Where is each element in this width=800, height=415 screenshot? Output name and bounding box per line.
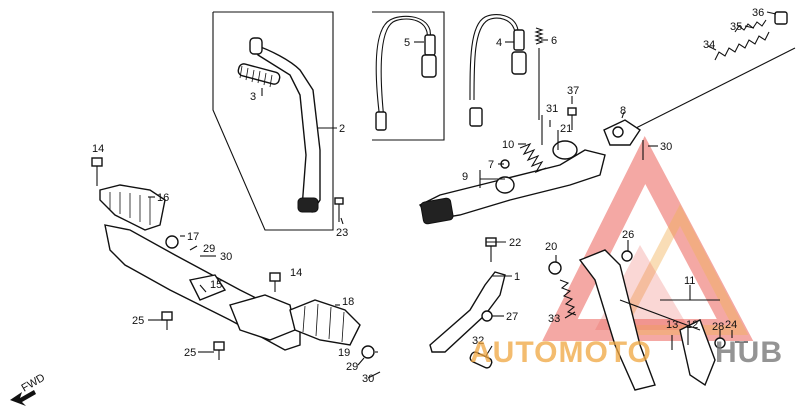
nut-27 <box>481 310 493 322</box>
brake-arm-8 <box>603 119 641 146</box>
callout-33: 33 <box>548 313 560 325</box>
callout-4: 4 <box>496 37 502 49</box>
callout-13: 13 <box>666 319 678 331</box>
bolt-37 <box>567 107 577 130</box>
callout-22: 22 <box>509 237 521 249</box>
bolt-14a <box>91 157 103 186</box>
callout-32: 32 <box>472 335 484 347</box>
callout-30c: 30 <box>660 141 672 153</box>
callout-21: 21 <box>560 123 572 135</box>
callout-36: 36 <box>752 7 764 19</box>
callout-26: 26 <box>622 229 634 241</box>
bolt-25b <box>213 341 225 360</box>
callout-28a: 28 <box>712 321 724 333</box>
callout-14b: 14 <box>290 267 302 279</box>
bolt-23 <box>334 197 344 222</box>
callout-6: 6 <box>551 35 557 47</box>
shift-pedal <box>237 37 321 213</box>
callout-25a: 25 <box>132 315 144 327</box>
watermark-text: AUTOMOTO HUB <box>470 336 783 369</box>
brake-pedal-9 <box>418 140 606 225</box>
callout-25b: 25 <box>184 347 196 359</box>
callout-5: 5 <box>404 37 410 49</box>
callout-11: 11 <box>684 275 695 287</box>
callout-9: 9 <box>462 171 468 183</box>
washer-26 <box>621 250 633 262</box>
group-outline <box>212 11 334 231</box>
callout-17: 17 <box>187 231 199 243</box>
callout-23: 23 <box>336 227 348 239</box>
callout-7: 7 <box>488 159 494 171</box>
callout-29a: 29 <box>203 243 215 255</box>
callout-14a: 14 <box>92 143 104 155</box>
spring-6 <box>534 27 544 120</box>
watermark-text-a: AUTOMOTO <box>470 336 652 369</box>
bolt-25a <box>161 311 173 330</box>
callout-2: 2 <box>339 123 345 135</box>
footpeg-16 <box>99 184 166 231</box>
callout-15: 15 <box>210 279 222 291</box>
callout-30b: 30 <box>362 373 374 385</box>
bolt-14b <box>269 272 281 292</box>
footpeg-18 <box>289 299 361 346</box>
callout-35: 35 <box>730 21 742 33</box>
pivot-20 <box>548 261 562 275</box>
callout-8: 8 <box>620 105 626 117</box>
callout-3: 3 <box>250 91 256 103</box>
switch-cable-4 <box>469 14 527 127</box>
callout-37: 37 <box>567 85 579 97</box>
callout-31: 31 <box>546 103 558 115</box>
spring-10 <box>519 142 547 174</box>
watermark-logo <box>542 135 754 341</box>
callout-16: 16 <box>157 192 169 204</box>
brake-rod-34 <box>631 11 796 131</box>
callout-18: 18 <box>342 296 354 308</box>
watermark-text-b: HUB <box>715 336 783 369</box>
collar-17 <box>165 235 179 249</box>
leader-lines <box>148 11 777 379</box>
callout-1: 1 <box>514 271 520 283</box>
callout-34: 34 <box>703 39 715 51</box>
switch-cable-5 <box>375 15 437 131</box>
group-outline-2 <box>372 11 445 141</box>
callout-labels: 1 2 3 4 5 6 7 8 9 10 11 12 13 14 14 15 1… <box>92 7 764 385</box>
callout-20: 20 <box>545 241 557 253</box>
fwd-arrow: FWD <box>10 372 47 406</box>
stand-rubber-32 <box>469 351 493 369</box>
callout-19: 19 <box>338 347 350 359</box>
spring-33 <box>559 279 577 316</box>
main-stand-11 <box>578 249 716 391</box>
callout-12: 12 <box>686 319 698 331</box>
callout-30a: 30 <box>220 251 232 263</box>
callout-27: 27 <box>506 311 518 323</box>
callout-29b: 29 <box>346 361 358 373</box>
callout-24: 24 <box>725 319 737 331</box>
side-stand-arm-1 <box>429 271 506 353</box>
collar-19 <box>361 345 375 359</box>
callout-10: 10 <box>502 139 514 151</box>
